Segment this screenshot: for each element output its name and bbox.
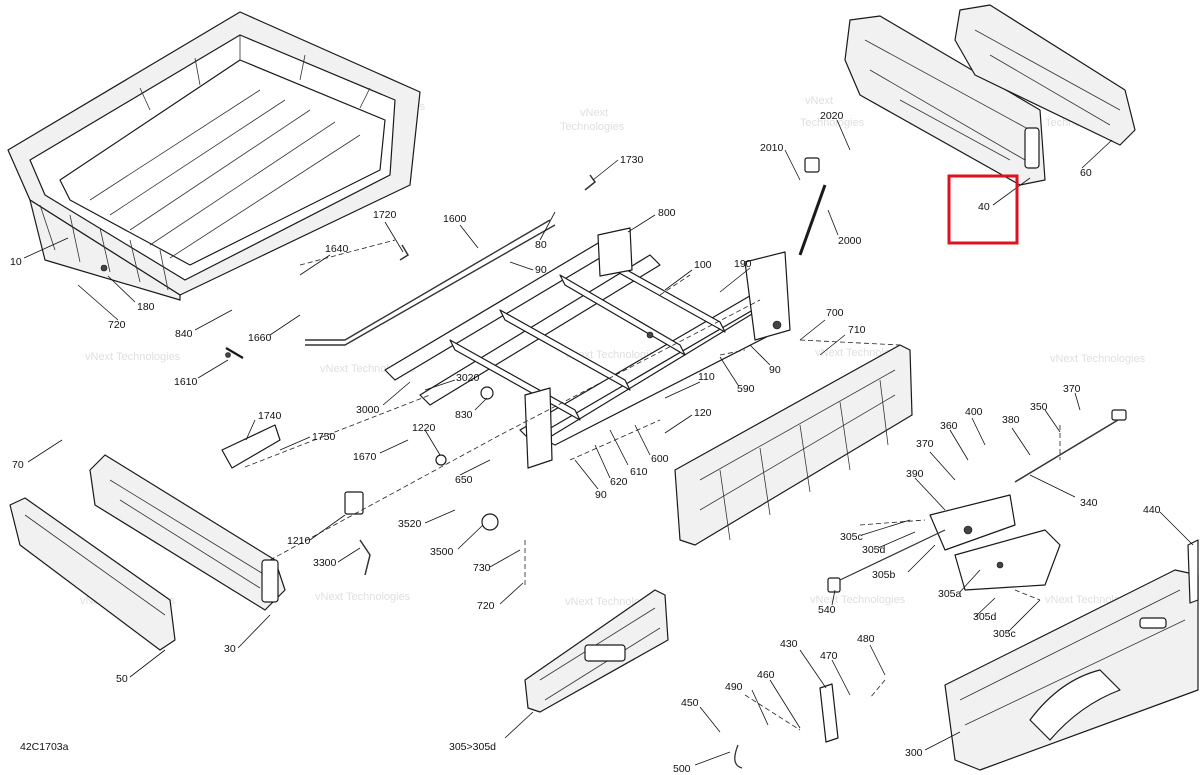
label-350: 350	[1030, 401, 1048, 413]
label-460: 460	[757, 669, 775, 681]
dashed-assembly-lines	[244, 239, 1061, 731]
label-600: 600	[651, 453, 669, 465]
part-305b-latch	[929, 494, 1016, 551]
label-480: 480	[857, 633, 875, 645]
label-710: 710	[848, 324, 866, 336]
label-340: 340	[1080, 497, 1098, 509]
label-110: 110	[698, 371, 715, 383]
label-305: 305>305d	[449, 741, 496, 753]
label-720: 720	[108, 319, 126, 331]
small-hardware	[221, 174, 1199, 769]
part-305a-latch	[954, 529, 1061, 591]
label-305c-a: 305c	[840, 531, 863, 543]
label-50: 50	[116, 673, 128, 685]
label-90-a: 90	[535, 264, 547, 276]
label-2010: 2010	[760, 142, 784, 154]
svg-text:vNext: vNext	[580, 107, 608, 119]
label-80: 80	[535, 239, 547, 251]
part-1600-cable	[305, 219, 556, 346]
label-3000: 3000	[356, 404, 380, 416]
label-490: 490	[725, 681, 743, 693]
svg-text:vNext Technologies: vNext Technologies	[85, 351, 181, 363]
label-120: 120	[694, 407, 712, 419]
label-470: 470	[820, 650, 838, 662]
label-610: 610	[630, 466, 648, 478]
label-1730: 1730	[620, 154, 644, 166]
diagram-id: 42C1703a	[20, 741, 69, 753]
svg-text:vNext Technologies: vNext Technologies	[565, 349, 661, 361]
label-1720: 1720	[373, 209, 397, 221]
label-305d-a: 305d	[862, 544, 886, 556]
part-2000-gas-strut	[798, 157, 827, 256]
label-3520: 3520	[398, 518, 422, 530]
part-10-cargo-box	[7, 11, 421, 301]
label-305b: 305b	[872, 569, 896, 581]
label-1660: 1660	[248, 332, 272, 344]
part-30-side-panel	[89, 454, 286, 611]
label-800: 800	[658, 207, 676, 219]
label-370-a: 370	[916, 438, 934, 450]
label-100: 100	[694, 259, 712, 271]
label-620: 620	[610, 476, 628, 488]
label-400: 400	[965, 406, 983, 418]
label-3500: 3500	[430, 546, 454, 558]
svg-text:vNext Technologies: vNext Technologies	[315, 591, 411, 603]
label-70: 70	[12, 459, 24, 471]
label-1600: 1600	[443, 213, 467, 225]
label-360: 360	[940, 420, 958, 432]
label-40: 40	[978, 201, 990, 213]
svg-text:Technologies: Technologies	[800, 117, 865, 129]
label-540: 540	[818, 604, 836, 616]
part-labels: 10 180 720 840 1720 1600 1640 1660 1610 …	[10, 110, 1161, 775]
part-300-tailgate	[944, 569, 1199, 771]
label-720-b: 720	[477, 600, 495, 612]
part-305-tailgate-insert	[524, 589, 669, 713]
label-90-c: 90	[595, 489, 607, 501]
highlight-box-part-40	[947, 174, 1019, 245]
label-1740: 1740	[258, 410, 282, 422]
label-1640: 1640	[325, 243, 349, 255]
label-60: 60	[1080, 167, 1092, 179]
label-leaders	[23, 119, 1194, 766]
label-730: 730	[473, 562, 491, 574]
label-305c-b: 305c	[993, 628, 1016, 640]
label-450: 450	[681, 697, 699, 709]
label-2020: 2020	[820, 110, 844, 122]
label-1670: 1670	[353, 451, 377, 463]
part-800-frame	[384, 227, 791, 469]
svg-text:vNext Technologies: vNext Technologies	[1050, 353, 1146, 365]
label-1750: 1750	[312, 431, 336, 443]
svg-text:vNext: vNext	[805, 95, 833, 107]
label-1610: 1610	[174, 376, 198, 388]
label-430: 430	[780, 638, 798, 650]
part-40-side-panel	[844, 15, 1046, 186]
label-370-b: 370	[1063, 383, 1081, 395]
label-180: 180	[137, 301, 155, 313]
label-305d-b: 305d	[973, 611, 997, 623]
part-50-side-panel	[9, 497, 176, 651]
label-500: 500	[673, 763, 691, 775]
label-650: 650	[455, 474, 473, 486]
label-840: 840	[175, 328, 193, 340]
label-1210: 1210	[287, 535, 311, 547]
svg-text:Technologies: Technologies	[560, 121, 625, 133]
label-300: 300	[905, 747, 923, 759]
part-60-side-panel	[954, 4, 1136, 146]
label-380: 380	[1002, 414, 1020, 426]
label-700: 700	[826, 307, 844, 319]
label-305a: 305a	[938, 588, 962, 600]
label-390: 390	[906, 468, 924, 480]
label-30: 30	[224, 643, 236, 655]
label-10: 10	[10, 256, 22, 268]
label-90-b: 90	[769, 364, 781, 376]
label-590: 590	[737, 383, 755, 395]
label-1220: 1220	[412, 422, 436, 434]
label-440: 440	[1143, 504, 1161, 516]
label-830: 830	[455, 409, 473, 421]
label-190: 190	[734, 258, 752, 270]
label-3300: 3300	[313, 557, 337, 569]
label-3020: 3020	[456, 372, 480, 384]
label-2000: 2000	[838, 235, 862, 247]
